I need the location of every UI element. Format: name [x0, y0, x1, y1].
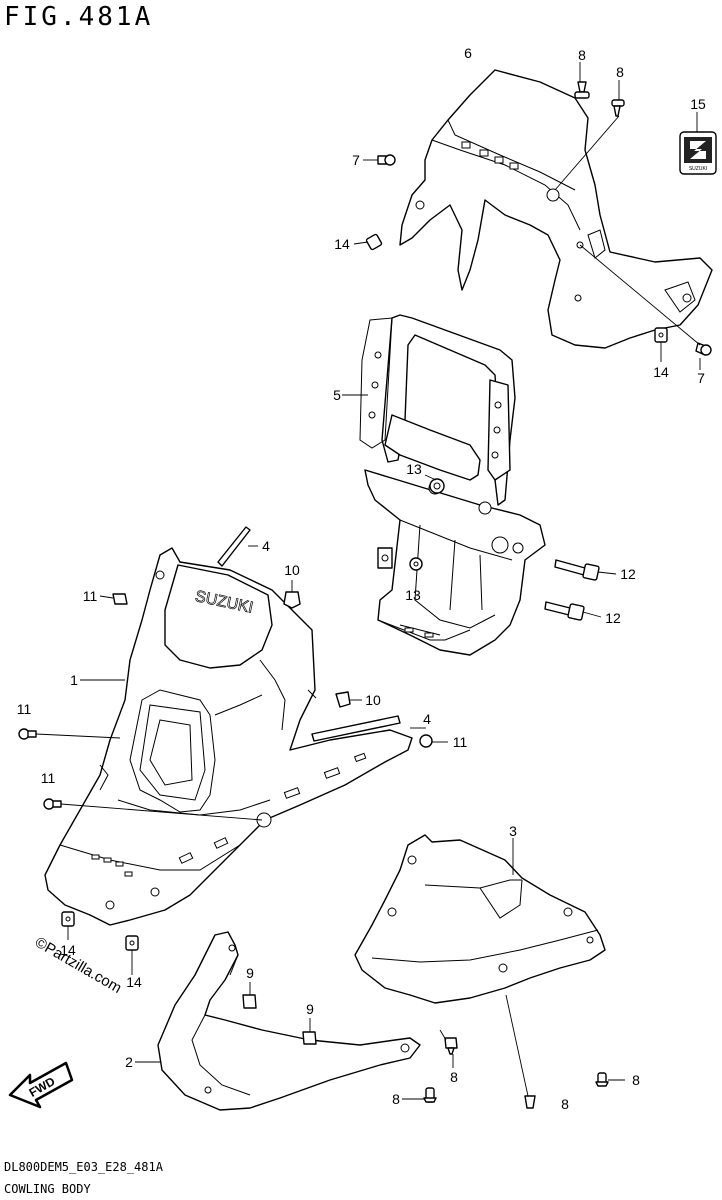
callout-12: 12 — [620, 566, 636, 582]
fastener-11-screw-b[interactable] — [18, 728, 37, 740]
callout-8: 8 — [392, 1091, 400, 1107]
fwd-arrow-icon: FWD — [8, 1061, 74, 1109]
callout-4: 4 — [423, 711, 431, 727]
fastener-14-nut-d[interactable] — [125, 935, 139, 951]
callout-8: 8 — [616, 64, 624, 80]
part-12-bolt-upper[interactable] — [554, 559, 600, 581]
fastener-8-lower-d[interactable] — [595, 1072, 609, 1087]
callout-11: 11 — [17, 701, 32, 717]
part-1-front-cowling[interactable]: SUZUKI — [44, 547, 413, 926]
fastener-8-lower-a[interactable] — [444, 1037, 458, 1055]
fastener-7-screw-b[interactable] — [695, 342, 712, 356]
callout-10: 10 — [284, 562, 300, 578]
fastener-8-lower-b[interactable] — [423, 1087, 437, 1103]
figure-title: FIG.481A — [4, 2, 154, 32]
fastener-14-nut-a[interactable] — [365, 233, 383, 251]
callout-14: 14 — [653, 364, 669, 380]
fastener-8-top-a[interactable] — [574, 81, 590, 99]
part-4-trim-strip-upper[interactable] — [217, 526, 251, 567]
fastener-14-nut-c[interactable] — [61, 911, 75, 927]
fastener-13-grommet-a[interactable] — [429, 478, 445, 494]
callout-10: 10 — [365, 692, 381, 708]
watermark-text: ©Partzilla.com — [32, 934, 124, 997]
callout-1: 1 — [70, 672, 78, 688]
fastener-14-nut-b[interactable] — [654, 327, 668, 343]
callout-8: 8 — [561, 1096, 569, 1112]
callout-3: 3 — [509, 823, 517, 839]
callout-9: 9 — [306, 1001, 314, 1017]
part-2-under-cowling[interactable] — [157, 931, 421, 1111]
callout-11: 11 — [41, 770, 56, 786]
leader-lines — [35, 62, 701, 1100]
fastener-10-clip-b[interactable] — [335, 691, 351, 708]
part-5-cowling-brace[interactable] — [359, 314, 546, 656]
callout-6: 6 — [464, 45, 472, 61]
callout-8: 8 — [450, 1069, 458, 1085]
callout-11: 11 — [83, 588, 98, 604]
callout-12: 12 — [605, 610, 621, 626]
callout-13: 13 — [406, 461, 422, 477]
callout-7: 7 — [697, 370, 705, 386]
emblem-badge-text: SUZUKI — [689, 166, 707, 172]
callout-15: 15 — [690, 96, 706, 112]
callout-14: 14 — [126, 974, 142, 990]
callout-9: 9 — [246, 965, 254, 981]
part-6-upper-cowling[interactable] — [399, 69, 713, 349]
part-15-emblem[interactable]: SUZUKI — [679, 131, 717, 175]
fastener-13-grommet-b[interactable] — [409, 557, 423, 571]
callout-4: 4 — [262, 538, 270, 554]
part-4-trim-strip-lower[interactable] — [311, 715, 401, 742]
callout-2: 2 — [125, 1054, 133, 1070]
fastener-7-screw-a[interactable] — [377, 154, 396, 166]
callout-14: 14 — [334, 236, 350, 252]
callout-8: 8 — [632, 1072, 640, 1088]
part-3-lower-cover[interactable] — [354, 834, 606, 1004]
fastener-9-clip-b[interactable] — [302, 1031, 317, 1045]
callout-13: 13 — [405, 587, 421, 603]
fastener-8-lower-c[interactable] — [524, 1095, 536, 1109]
callout-labels: 6 8 8 15 7 14 14 7 5 13 13 12 12 4 10 11… — [17, 45, 706, 1112]
fastener-9-clip-a[interactable] — [242, 994, 257, 1009]
callout-8: 8 — [578, 47, 586, 63]
fastener-10-clip-a[interactable] — [283, 591, 301, 609]
fastener-8-top-b[interactable] — [611, 99, 625, 117]
callout-14: 14 — [60, 942, 76, 958]
callout-5: 5 — [333, 387, 341, 403]
fastener-11-screw-a[interactable] — [112, 593, 128, 605]
callout-11: 11 — [453, 734, 468, 750]
fastener-11-screw-c[interactable] — [43, 798, 62, 810]
footer-code: DL800DEM5_E03_E28_481A — [4, 1160, 163, 1174]
callout-7: 7 — [352, 152, 360, 168]
footer-name: COWLING BODY — [4, 1182, 91, 1196]
fastener-11-grommet-d[interactable] — [419, 734, 433, 748]
part-12-bolt-lower[interactable] — [544, 601, 585, 621]
